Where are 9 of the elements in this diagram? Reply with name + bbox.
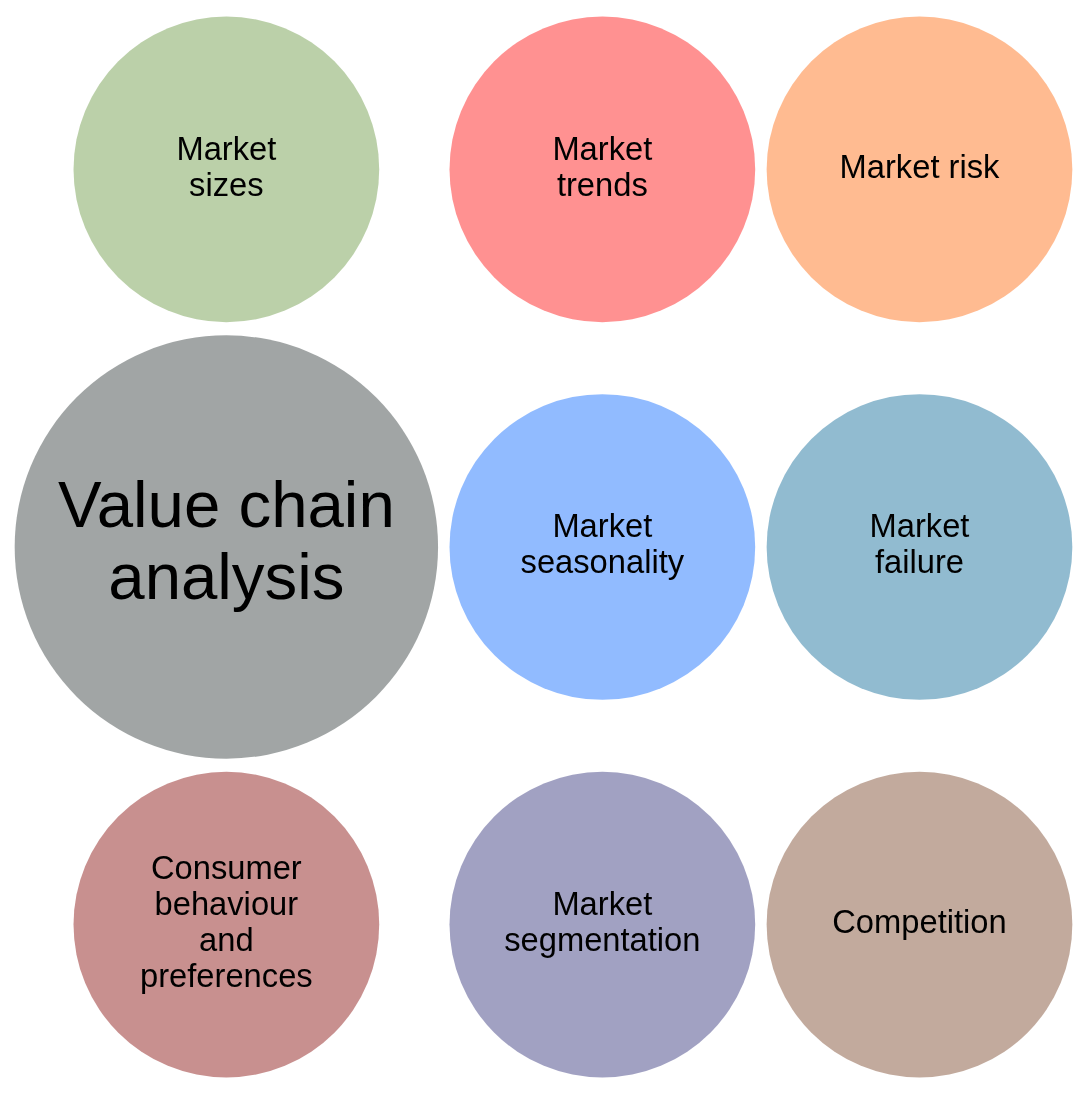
node-circle: Value chain analysis — [14, 334, 439, 759]
node-circle: Market sizes — [73, 16, 380, 322]
node-circle: Market segmentation — [449, 771, 756, 1077]
node-circle: Market trends — [449, 16, 756, 322]
node-circle: Consumer behaviour and preferences — [73, 771, 380, 1077]
node-circle: Market risk — [766, 16, 1073, 322]
node-circle: Market seasonality — [449, 393, 756, 700]
node-circle: Competition — [766, 771, 1073, 1077]
node-circle: Market failure — [766, 393, 1073, 700]
